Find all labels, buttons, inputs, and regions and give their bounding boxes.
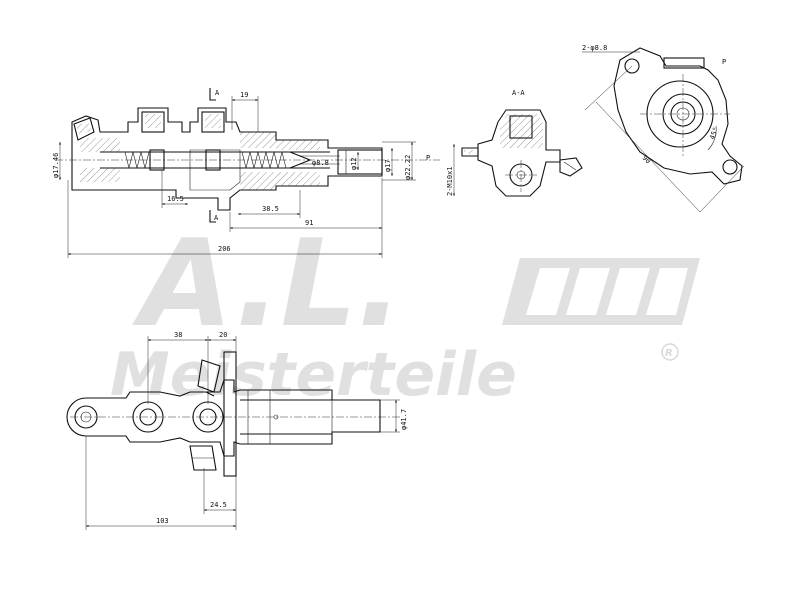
watermark: A.L. Meisterteile R bbox=[110, 215, 700, 410]
thread-label: 2-M10x1 bbox=[446, 166, 454, 196]
section-a-a-view: A-A 2-M10x1 bbox=[446, 89, 583, 197]
dim-length-16-5: 16.5 bbox=[167, 195, 184, 203]
dim-bore-12: φ12 bbox=[350, 157, 358, 170]
port-label-p-top: P bbox=[426, 154, 430, 162]
dim-total-length: 206 bbox=[218, 245, 231, 253]
section-mark-top: A bbox=[215, 89, 220, 97]
section-mark-bottom: A bbox=[214, 214, 219, 222]
dim-bottom-103: 103 bbox=[156, 517, 169, 525]
watermark-registered-mark bbox=[661, 343, 679, 361]
watermark-initials: A.L. bbox=[132, 215, 403, 354]
section-a-a-title: A-A bbox=[512, 89, 525, 97]
end-view-angle-label: 45° bbox=[708, 126, 720, 141]
dim-bore-22-22: φ22.22 bbox=[404, 155, 412, 180]
dim-bottom-24-5: 24.5 bbox=[210, 501, 227, 509]
dim-bottom-diameter: φ41.7 bbox=[400, 409, 408, 430]
end-view: 2-φ8.8 45° 90 P bbox=[582, 44, 745, 213]
dim-length-91: 91 bbox=[305, 219, 313, 227]
inner-dim-label: φ8.8 bbox=[312, 159, 329, 167]
dim-bottom-38: 38 bbox=[174, 331, 182, 339]
watermark-brand: Meisterteile bbox=[110, 340, 517, 410]
dim-bore-17: φ17 bbox=[384, 159, 392, 172]
end-view-holes-label: 2-φ8.8 bbox=[582, 44, 607, 52]
top-section-view: A A 206 91 38.5 16.5 19 φ17.46 φ12 φ17 φ… bbox=[52, 88, 440, 258]
dim-length-38-5: 38.5 bbox=[262, 205, 279, 213]
dim-bore-17-46: φ17.46 bbox=[52, 153, 60, 178]
bottom-plan-view: 38 20 24.5 103 φ41.7 bbox=[66, 331, 408, 530]
end-view-width-label: 90 bbox=[641, 154, 653, 166]
watermark-registered-letter: R bbox=[665, 348, 673, 359]
dim-bottom-20: 20 bbox=[219, 331, 227, 339]
watermark-stripes bbox=[502, 258, 700, 325]
dim-length-19: 19 bbox=[240, 91, 248, 99]
port-label-p-end: P bbox=[722, 58, 726, 66]
